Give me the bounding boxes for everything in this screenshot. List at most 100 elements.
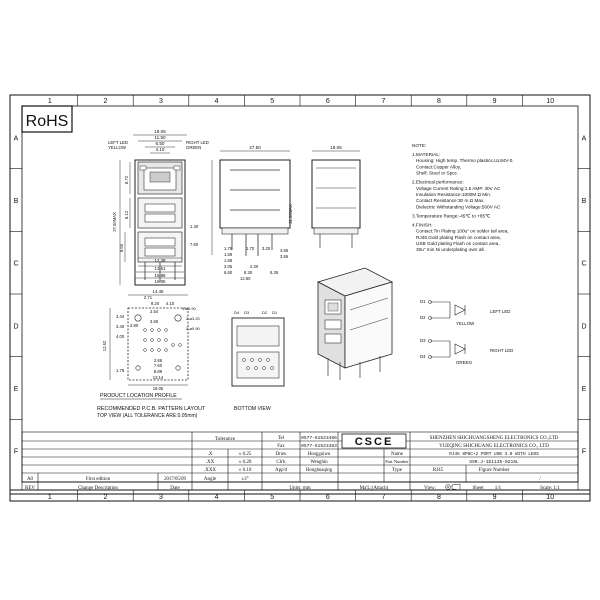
column-marker-top: 10: [546, 98, 554, 105]
column-marker-bottom: 4: [215, 494, 219, 501]
bottom-view: [231, 317, 285, 387]
column-marker-top: 9: [493, 98, 497, 105]
led-green-label: GREEN: [456, 360, 472, 365]
dim-side-w: 27.50: [249, 145, 261, 150]
dim-pcb-l4: 1.78: [116, 368, 125, 373]
dim-side-b1: 1.75: [224, 246, 233, 251]
tb-change-label: Change Description: [78, 486, 118, 491]
bottom-pin-d1: D1: [272, 310, 278, 315]
right-led-label-1: RIGHT LED: [186, 140, 209, 145]
row-marker-right: F: [582, 449, 586, 456]
tb-date-label: Date: [170, 486, 180, 491]
tb-company-2: YUEQING SHICHUANG ELECTRONICS CO., LTD: [439, 444, 549, 449]
note-line: Dielectric Withstanding Voltage:500V AC: [416, 204, 501, 209]
dim-pcb-w2: 2.71: [144, 295, 153, 300]
note-line: 1.MATERIAL:: [412, 152, 440, 157]
tb-chk-label: Ch'k: [276, 460, 286, 465]
tb-type-val: RJ45: [433, 468, 444, 473]
dim-front-w1: 16.05: [154, 129, 166, 134]
left-led-label-1: LEFT LED: [108, 140, 128, 145]
dim-side-b5: 6.60: [224, 270, 233, 275]
bottom-pin-d4: D4: [234, 310, 240, 315]
tb-company-1: SHENZHEN SHICHUANGSHENG ELECTRONICS CO.,…: [430, 436, 559, 441]
note-line: Shell: Steel or Spcc.: [416, 171, 458, 176]
column-marker-bottom: 10: [546, 494, 554, 501]
tb-tol-xxx: .XXX: [204, 468, 216, 473]
isometric-view: [316, 267, 394, 380]
recommended-pcb-caption: RECOMMENDED P.C.B. PATTERN LAYOUT: [97, 406, 206, 412]
dim-pcb-b2: 7.60: [154, 363, 163, 368]
dim-pcb-b5: 18.05: [153, 386, 164, 391]
dim-pcb-d2: 3.60: [150, 319, 159, 324]
dim-front-b3: 15.88: [155, 273, 167, 278]
dim-side-b4: 3.05: [224, 264, 233, 269]
note-line: Housing: High temp. Thermo plastics,UL94…: [416, 158, 514, 163]
dim-pcb-w3: 9.20: [151, 301, 160, 306]
led-left-label: LEFT LED: [490, 309, 510, 314]
row-marker-right: A: [582, 135, 587, 142]
led-right-label: RIGHT LED: [490, 348, 513, 353]
column-marker-top: 4: [215, 98, 219, 105]
dim-pcb-l2: 3.40: [116, 324, 125, 329]
rear-view: [311, 150, 361, 248]
dim-front-h2: 8.12: [124, 210, 129, 219]
dim-side-b3: 1.68: [224, 258, 233, 263]
dim-front-b4: 16.05: [155, 279, 167, 284]
tb-fax-label: Fax: [277, 444, 285, 449]
row-marker-right: C: [581, 261, 586, 268]
tb-tolerance-label: Tolerance: [215, 436, 236, 442]
tb-app-name: Honghuaqing: [306, 468, 333, 473]
dim-side-b11: 6.35: [270, 270, 279, 275]
dim-pcb-b4: 13.14: [153, 375, 164, 380]
tb-part-val: SSR.J-1E1135-0216L: [469, 459, 519, 465]
dim-pcb-w4: 4.10: [166, 301, 175, 306]
dim-side-b6: 1.70: [246, 246, 255, 251]
dim-front-h1: 8.72: [124, 175, 129, 184]
column-marker-bottom: 8: [437, 494, 441, 501]
tb-units: Units: mm: [289, 486, 310, 491]
tb-fax: 0577-61523483: [301, 443, 337, 449]
pcb-pattern: [109, 294, 189, 386]
dim-front-b2: 13.51: [155, 266, 167, 271]
side-view: [211, 150, 291, 256]
dim-pcb-l1: 3.44: [116, 314, 125, 319]
tb-tel-label: Tel: [278, 436, 285, 441]
tb-angle-label: Angle: [204, 477, 217, 482]
dim-side-b9: 8.30: [244, 270, 253, 275]
tb-chk-name: Wenghin: [310, 460, 328, 465]
right-led-label-2: GREEN: [186, 145, 201, 150]
column-marker-top: 6: [326, 98, 330, 105]
tb-type-label: Type: [392, 468, 403, 473]
tb-tol-x-val: ± 0.25: [239, 452, 252, 457]
left-led-label-2: YELLOW: [108, 145, 127, 150]
tb-tol-xx-val: ± 0.20: [239, 460, 252, 465]
tb-rev-a0: A0: [27, 477, 34, 482]
tb-draw-label: Draw: [275, 452, 286, 457]
note-line: 4.FINISH:: [412, 222, 433, 227]
tb-angle-val: ±3°: [241, 477, 248, 482]
top-view-caption: TOP VIEW (ALL TOLERANCE ARE:0.05mm): [97, 413, 198, 419]
row-marker-right: E: [582, 386, 587, 393]
tb-figure-val: /: [539, 477, 541, 482]
csce-logo-box: [341, 433, 407, 449]
row-marker-left: D: [13, 323, 18, 330]
led-pin-d1: D1: [420, 299, 426, 304]
projection-symbol-icon: [445, 483, 461, 491]
dim-side-hmax: 31.00MAX: [288, 204, 293, 224]
column-marker-bottom: 6: [326, 494, 330, 501]
tb-name-val: RJ45 8P8C+2 PORT USB 3.0 WITH LEDS: [449, 452, 539, 457]
led-pin-d4: D4: [420, 354, 426, 359]
row-marker-left: F: [14, 449, 18, 456]
tb-tol-xxx-val: ± 0.10: [239, 468, 252, 473]
column-marker-bottom: 9: [493, 494, 497, 501]
dim-rear-w: 16.05: [330, 145, 342, 150]
led-schematic: [428, 300, 466, 359]
led-pin-d3: D3: [420, 338, 426, 343]
bottom-pin-d2: D2: [262, 310, 268, 315]
note-line: Insulation Resistance:1000M Ω Min.: [416, 192, 491, 197]
dim-front-w4: 4.10: [156, 147, 165, 152]
tb-part-label: Part Number: [385, 459, 409, 464]
